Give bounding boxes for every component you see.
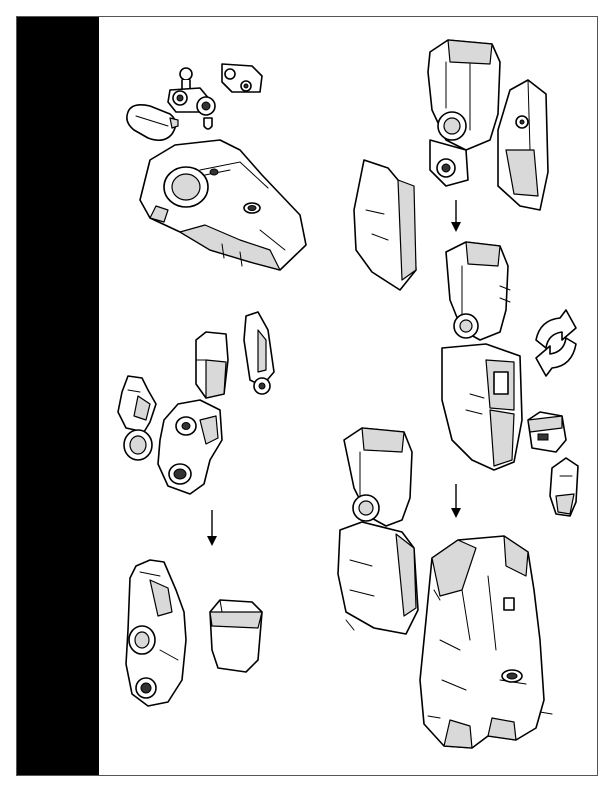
tall-connector-part (243, 311, 275, 395)
step-torso-parts (126, 63, 307, 271)
side-plate-part (353, 159, 417, 291)
arm-upper-part (427, 39, 501, 187)
arm-panel-part (497, 79, 549, 211)
assembled-leg (125, 559, 187, 707)
assembled-arm (337, 427, 419, 635)
small-cube-part (527, 411, 567, 453)
block-part (209, 599, 263, 673)
step-arm-inner (441, 241, 579, 517)
small-bracket-part (549, 457, 579, 517)
step-arm-joined (337, 427, 419, 635)
step-arm-parts (353, 39, 549, 291)
upper-leg-part (117, 375, 157, 461)
final-torso-assembly (419, 535, 553, 749)
down-arrow-icon (451, 200, 461, 232)
block-part (195, 331, 229, 399)
arm-inner-assembly (441, 241, 523, 471)
page-border (16, 16, 598, 776)
step-leg-parts (117, 311, 275, 495)
torso-shell-part (139, 139, 307, 271)
connector-bracket-part (221, 63, 263, 93)
pod-part (126, 104, 179, 142)
black-spine-bar (17, 17, 99, 775)
lower-leg-part (157, 399, 223, 495)
ball-joint-part (167, 67, 216, 130)
down-arrow-icon (207, 510, 217, 546)
step-leg-joined (125, 559, 263, 707)
step-final-torso (419, 535, 553, 749)
rotate-icon (535, 309, 577, 377)
down-arrow-icon (451, 484, 461, 518)
